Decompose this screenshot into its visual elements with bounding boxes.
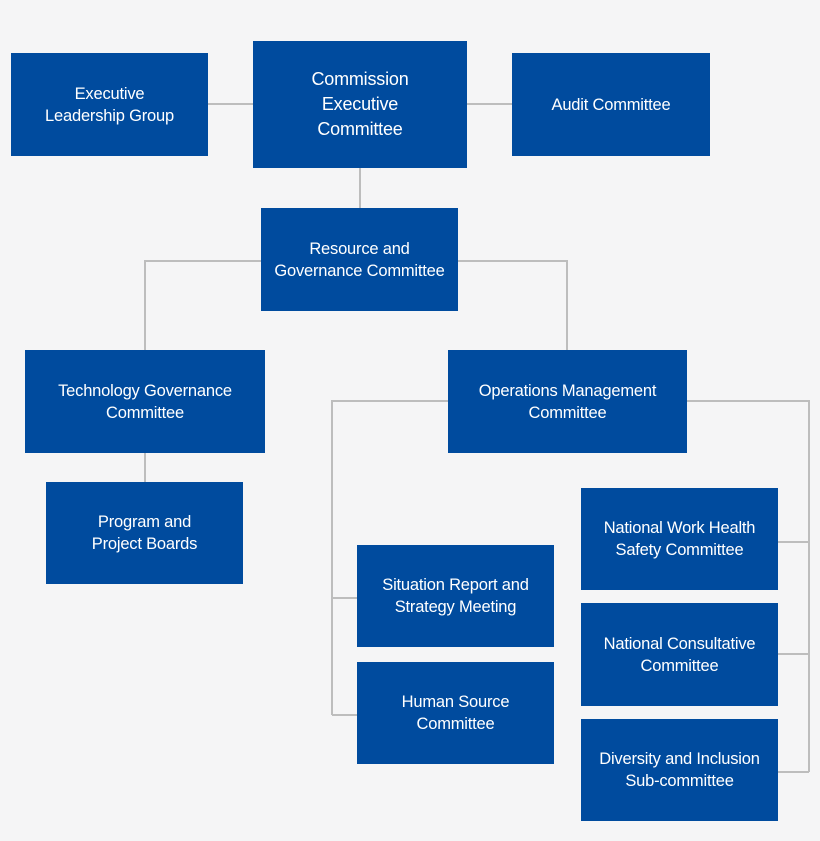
national-consultative-committee-box: National Consultative Committee	[581, 603, 778, 706]
connector-operations-right-branch	[687, 400, 810, 772]
connector-resource-to-operations	[458, 260, 568, 350]
connector-operations-left-branch	[331, 400, 448, 715]
connector-resource-to-technology	[144, 260, 261, 350]
national-work-health-safety-committee-box: National Work Health Safety Committee	[581, 488, 778, 590]
technology-governance-committee-box: Technology Governance Committee	[25, 350, 265, 453]
executive-leadership-group-box: Executive Leadership Group	[11, 53, 208, 156]
commission-executive-committee-box: Commission Executive Committee	[253, 41, 467, 168]
operations-management-committee-box: Operations Management Committee	[448, 350, 687, 453]
audit-committee-box: Audit Committee	[512, 53, 710, 156]
resource-governance-committee-box: Resource and Governance Committee	[261, 208, 458, 311]
program-project-boards-box: Program and Project Boards	[46, 482, 243, 584]
human-source-committee-box: Human Source Committee	[357, 662, 554, 764]
situation-report-strategy-meeting-box: Situation Report and Strategy Meeting	[357, 545, 554, 647]
diversity-inclusion-subcommittee-box: Diversity and Inclusion Sub-committee	[581, 719, 778, 821]
